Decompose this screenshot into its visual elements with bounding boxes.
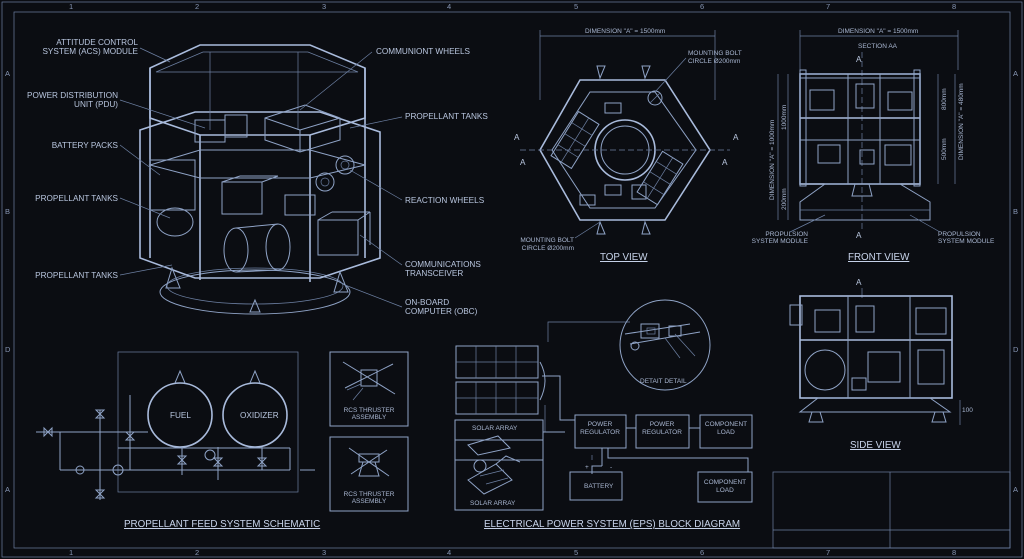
front-view-dim-800: 800mm — [941, 88, 948, 110]
callout-propellant-tanks-left: PROPELLANT TANKS — [35, 194, 118, 203]
eps-title: ELECTRICAL POWER SYSTEM (EPS) BLOCK DIAG… — [484, 519, 740, 530]
eps-detail-circle — [619, 299, 711, 391]
grid-row-d-right: D — [1013, 345, 1019, 354]
top-view-section-a-left-2: A — [520, 158, 526, 167]
eps-solar-array-2: SOLAR ARRAY — [470, 500, 516, 507]
propellant-schematic-title: PROPELLANT FEED SYSTEM SCHEMATIC — [124, 519, 320, 530]
grid-row-b-right: B — [1013, 207, 1018, 216]
grid-col-7-bottom: 7 — [826, 548, 830, 557]
top-view-section-a-left: A — [514, 133, 520, 142]
front-view-right-dim: DIMENSION "A" = 480mm — [958, 83, 965, 160]
grid-col-8-bottom: 8 — [952, 548, 956, 557]
grid-col-4: 4 — [447, 2, 451, 11]
front-view-title: FRONT VIEW — [848, 252, 910, 263]
eps-plus-sign: + — [585, 464, 589, 471]
eps-component-load-2-box — [697, 471, 753, 503]
grid-row-a2-right: A — [1013, 485, 1018, 494]
grid-col-2-bottom: 2 — [195, 548, 199, 557]
grid-col-4-bottom: 4 — [447, 548, 451, 557]
grid-col-3: 3 — [322, 2, 326, 11]
grid-col-5: 5 — [574, 2, 578, 11]
grid-col-3-bottom: 3 — [322, 548, 326, 557]
top-view-section-a-right: A — [733, 133, 739, 142]
title-block — [772, 471, 1011, 549]
grid-col-5-bottom: 5 — [574, 548, 578, 557]
grid-col-1: 1 — [69, 2, 73, 11]
side-view-dim: 100 — [962, 407, 973, 414]
front-view-dim-200: 200mm — [781, 188, 788, 210]
top-view-dimension: DIMENSION "A" = 1500mm — [585, 28, 665, 35]
front-view-dim-500: 500mm — [941, 138, 948, 160]
fuel-tank-label: FUEL — [170, 411, 191, 420]
grid-row-d: D — [5, 345, 11, 354]
eps-detail-label: DETAIT DETAIL — [640, 378, 687, 385]
callout-propellant-tanks-right: PROPELLANT TANKS — [405, 112, 488, 121]
callout-reaction-wheels: REACTION WHEELS — [405, 196, 485, 205]
callout-propellant-tanks-left-2: PROPELLANT TANKS — [35, 271, 118, 280]
grid-col-2: 2 — [195, 2, 199, 11]
front-view: DIMENSION "A" = 1500mm SECTION AA A A DI… — [752, 28, 995, 263]
grid-row-a-right: A — [1013, 69, 1018, 78]
top-view: DIMENSION "A" = 1500mm A — [514, 28, 742, 263]
eps-battery: BATTERY — [584, 483, 614, 490]
front-view-mark-top: A — [856, 55, 862, 64]
eps-power-regulator-2-box — [635, 414, 690, 449]
front-view-dimension: DIMENSION "A" = 1500mm — [838, 28, 918, 35]
top-view-title: TOP VIEW — [600, 252, 648, 263]
eps-minus-sign: - — [610, 464, 612, 471]
grid-col-6-bottom: 6 — [700, 548, 704, 557]
side-view-title: SIDE VIEW — [850, 440, 901, 451]
eps-battery-box — [569, 471, 623, 501]
oxidizer-tank-label: OXIDIZER — [240, 411, 279, 420]
front-view-section: SECTION AA — [858, 43, 898, 50]
grid-labels: 1 2 3 4 5 6 7 8 1 2 3 4 5 6 7 8 A B D A … — [5, 2, 1019, 557]
eps-solar-array-1: SOLAR ARRAY — [472, 425, 518, 432]
front-view-left-dim: DIMENSION "A" = 1000mm — [769, 120, 776, 200]
callout-communiont-wheels: COMMUNIONT WHEELS — [376, 47, 471, 56]
eps-power-regulator-box — [574, 414, 627, 449]
front-view-mark-bottom: A — [856, 231, 862, 240]
isometric-spacecraft — [139, 44, 381, 315]
grid-col-8: 8 — [952, 2, 956, 11]
front-view-dim-1000: 1000mm — [781, 105, 788, 130]
eps-component-load-box — [699, 414, 753, 449]
side-view-mark: A — [856, 278, 862, 287]
top-view-section-a-right-2: A — [722, 158, 728, 167]
grid-col-7: 7 — [826, 2, 830, 11]
grid-row-a: A — [5, 69, 10, 78]
side-view: A 100 SIDE VIEW — [789, 278, 973, 451]
grid-row-b: B — [5, 207, 10, 216]
grid-row-a2: A — [5, 485, 10, 494]
callout-battery-packs: BATTERY PACKS — [52, 141, 119, 150]
eps-solar-panel-1 — [455, 345, 546, 415]
iso-leaders — [119, 47, 403, 308]
grid-col-6: 6 — [700, 2, 704, 11]
grid-col-1-bottom: 1 — [69, 548, 73, 557]
eps-solar-array-inset-2 — [454, 439, 544, 511]
propellant-schematic: FUEL OXIDIZER PROPELLANT FEED SYSTEM SCH… — [36, 351, 320, 530]
